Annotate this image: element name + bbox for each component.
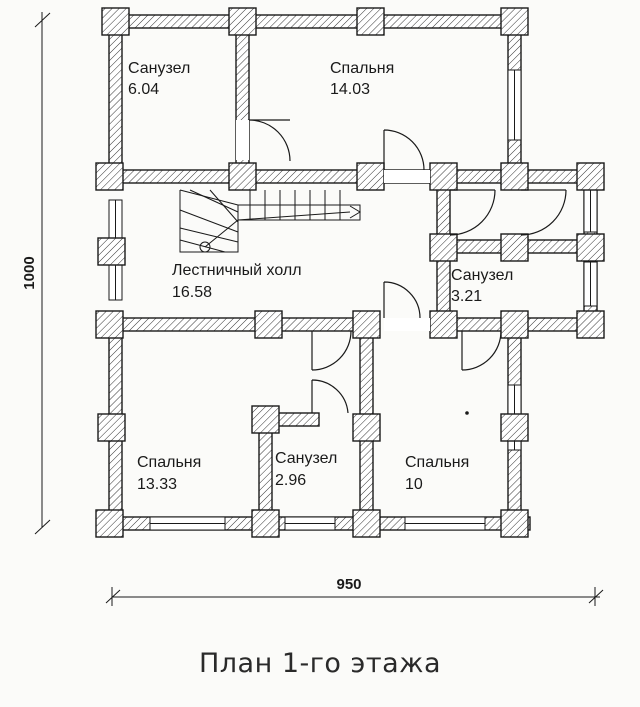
post — [97, 237, 126, 266]
post — [500, 413, 529, 442]
post — [352, 413, 381, 442]
post — [352, 310, 381, 339]
room-area: 6.04 — [128, 81, 159, 98]
post — [500, 162, 529, 191]
post — [500, 233, 529, 262]
room-area: 10 — [405, 476, 423, 493]
post — [95, 509, 124, 538]
post — [500, 310, 529, 339]
door-swing-bath-small — [311, 379, 349, 414]
room-area: 14.03 — [330, 81, 370, 98]
staircase — [179, 189, 361, 253]
room-name: Санузел — [275, 450, 337, 467]
post — [352, 509, 381, 538]
dimension-width-label: 950 — [336, 576, 361, 593]
post — [251, 509, 280, 538]
door-swing-bedroom-left — [311, 330, 352, 371]
post — [356, 162, 385, 191]
wall-outer-top — [108, 14, 522, 29]
dimension-lines — [34, 12, 604, 606]
door-swing-bath-mid — [383, 281, 421, 319]
door-swing-bedroom-right — [461, 330, 502, 371]
door-swing-wing-right — [520, 189, 567, 236]
plan-title: План 1-го этажа — [198, 648, 441, 679]
dimension-height-label: 1000 — [21, 256, 38, 289]
post — [95, 162, 124, 191]
post — [429, 310, 458, 339]
room-area: 16.58 — [172, 284, 212, 301]
room-name: Спальня — [330, 60, 394, 77]
post — [95, 310, 124, 339]
room-name: Спальня — [405, 454, 469, 471]
room-name: Спальня — [137, 454, 201, 471]
post — [228, 162, 257, 191]
room-name: Санузел — [451, 267, 513, 284]
post — [576, 162, 605, 191]
post — [429, 233, 458, 262]
room-name: Санузел — [128, 60, 190, 77]
doors — [236, 119, 567, 414]
door-swing-wing-left — [449, 189, 496, 236]
mark-dot — [465, 411, 469, 415]
door-swing-bath-upper — [248, 119, 291, 162]
room-area: 2.96 — [275, 472, 306, 489]
wall-mid-left — [99, 317, 376, 332]
wall-outer-left-top — [108, 14, 123, 184]
room-name: Лестничный холл — [172, 262, 302, 279]
post — [500, 509, 529, 538]
post — [228, 7, 257, 36]
post — [576, 233, 605, 262]
room-area: 3.21 — [451, 288, 482, 305]
log-corners — [95, 7, 605, 538]
post — [97, 413, 126, 442]
post — [356, 7, 385, 36]
post — [251, 405, 280, 434]
post — [429, 162, 458, 191]
door-swing-bedroom-upper — [383, 129, 425, 171]
room-area: 13.33 — [137, 476, 177, 493]
post — [500, 7, 529, 36]
post — [254, 310, 283, 339]
post — [576, 310, 605, 339]
room-labels: Санузел 6.04 Спальня 14.03 Лестничный хо… — [128, 60, 513, 493]
post — [101, 7, 130, 36]
